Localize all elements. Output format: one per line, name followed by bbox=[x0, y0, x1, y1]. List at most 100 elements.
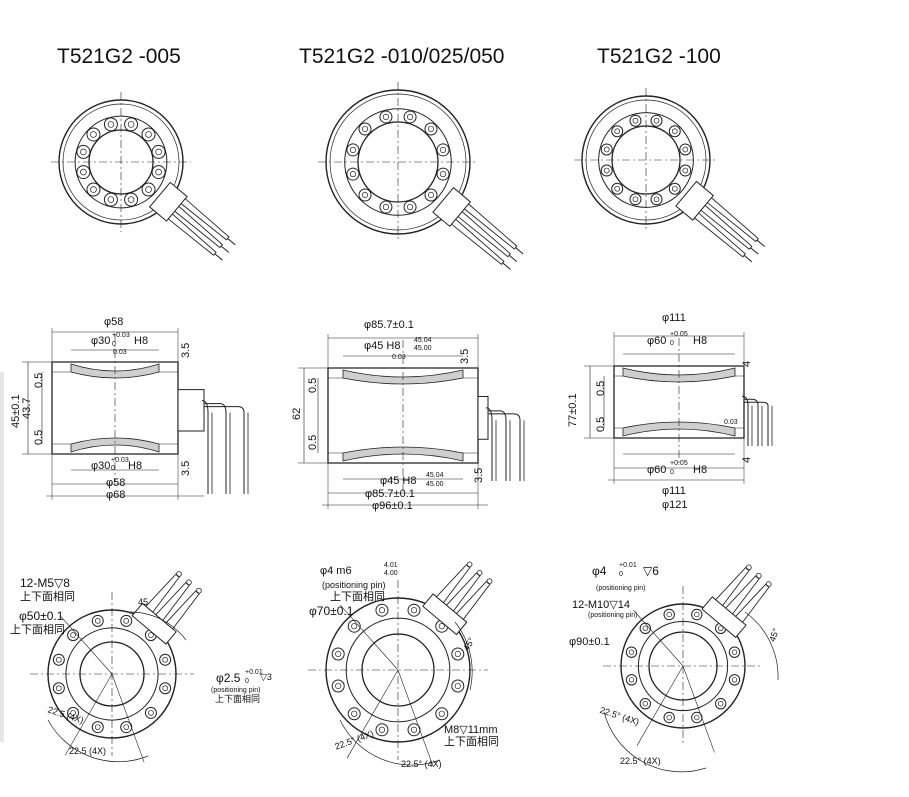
dim-top-depth: 4 bbox=[741, 360, 753, 367]
dim-bottom-recess: 0.5 bbox=[33, 429, 45, 445]
dim-bottom-bore-tol-lower: 0 bbox=[111, 465, 115, 472]
bolt-hole bbox=[104, 118, 117, 131]
bolt-hole-thread bbox=[383, 114, 388, 119]
connector-housing bbox=[423, 594, 467, 635]
dim-pcd: φ70±0.1 bbox=[309, 604, 354, 618]
bolt-hole-thread bbox=[71, 710, 76, 715]
bolt-hole bbox=[376, 724, 388, 736]
bolt-hole-thread bbox=[56, 657, 61, 662]
cable-tip bbox=[766, 582, 771, 587]
cable-tip bbox=[503, 263, 511, 269]
bolt-hole bbox=[669, 126, 680, 137]
cable-tip bbox=[756, 573, 761, 578]
dim-top-bore-tol-upper: 45.04 bbox=[414, 337, 432, 344]
dim-top-recess: 0.5 bbox=[33, 372, 45, 388]
pcd-leader bbox=[61, 616, 112, 674]
cable-gland bbox=[456, 581, 489, 619]
cable-gland bbox=[695, 213, 746, 257]
bolt-hole bbox=[347, 168, 359, 180]
thread-depth: 8 bbox=[63, 576, 70, 590]
dim-top-bore: φ60 bbox=[647, 335, 667, 347]
bolt-hole-thread bbox=[148, 633, 153, 638]
bolt-hole bbox=[77, 166, 90, 179]
cable-gland bbox=[146, 574, 179, 612]
cable-tip bbox=[215, 254, 223, 260]
bolt-hole bbox=[152, 166, 165, 179]
pin-note: (positioning pin) bbox=[596, 585, 646, 592]
thread-spec: 12-M5 bbox=[20, 576, 55, 590]
bolt-hole bbox=[359, 123, 371, 135]
bolt-hole bbox=[640, 699, 650, 709]
section-bottom bbox=[623, 422, 735, 436]
dim-top-bore-tol-lower: 0 bbox=[670, 340, 674, 347]
bolt-hole-thread bbox=[694, 715, 699, 720]
cable-tip bbox=[221, 246, 229, 252]
angle-leader bbox=[683, 666, 714, 752]
angle-b-count: (4X) bbox=[89, 746, 107, 756]
bolt-hole-thread bbox=[732, 677, 737, 682]
bolt-hole bbox=[630, 194, 641, 205]
bolt-hole-thread bbox=[629, 677, 634, 682]
depth-symbol-icon: ▽ bbox=[609, 599, 618, 611]
cable-gland bbox=[175, 206, 223, 247]
bolt-hole-thread bbox=[379, 727, 384, 732]
bolt-hole bbox=[612, 183, 623, 194]
cable-tip bbox=[744, 255, 752, 261]
same-both-sides-note: 上下面相同 bbox=[330, 591, 385, 603]
dim-height: 62 bbox=[291, 407, 303, 420]
bolt-hole-thread bbox=[683, 168, 688, 173]
same-both-sides-note: 上下面相同 bbox=[215, 694, 261, 704]
thread-depth: 14 bbox=[617, 599, 631, 611]
connector-pin bbox=[744, 402, 768, 446]
pin-spec: φ2.5 bbox=[216, 671, 241, 685]
bolt-hole-thread bbox=[428, 126, 433, 131]
depth-symbol-icon: ▽ bbox=[459, 724, 468, 736]
bolt-hole-thread bbox=[604, 147, 609, 152]
pin-tol-lower: 0 bbox=[245, 678, 249, 685]
pin-depth: ▽6 bbox=[643, 565, 659, 577]
bolt-hole bbox=[669, 183, 680, 194]
bolt-hole-thread bbox=[128, 197, 134, 203]
connector-pin bbox=[488, 414, 520, 481]
dim-top-depth: 3.5 bbox=[180, 342, 192, 358]
angle-arc bbox=[130, 612, 186, 640]
bolt-hole bbox=[53, 683, 64, 694]
bolt-hole-thread bbox=[672, 186, 677, 191]
bolt-hole bbox=[142, 128, 155, 141]
bolt-hole bbox=[160, 683, 171, 694]
bolt-hole bbox=[68, 707, 79, 718]
bolt-hole bbox=[436, 708, 448, 720]
connector-block bbox=[478, 397, 488, 440]
bolt-hole bbox=[716, 699, 726, 709]
same-both-sides-note: 上下面相同 bbox=[444, 736, 499, 748]
bolt-hole-thread bbox=[633, 197, 638, 202]
dim-bottom-bore: φ45 H8 bbox=[380, 475, 417, 487]
thread-spec: M8 bbox=[444, 724, 460, 736]
angle-b-label: 22.5° (4X) bbox=[401, 760, 442, 769]
bolt-hole-thread bbox=[407, 204, 412, 209]
flatness-callout: 0.03 bbox=[724, 419, 738, 426]
pin-tol-upper: +0.01 bbox=[245, 669, 263, 676]
bolt-hole bbox=[425, 189, 437, 201]
bolt-hole-thread bbox=[362, 192, 367, 197]
cable-tip bbox=[176, 572, 181, 577]
bolt-hole bbox=[121, 722, 132, 733]
dim-bottom-bore-tol-upper: +0.03 bbox=[111, 457, 129, 464]
dim-bottom-bore-fit: H8 bbox=[128, 460, 143, 472]
bolt-hole bbox=[53, 654, 64, 665]
same-both-sides-note: 上下面相同 bbox=[10, 624, 65, 636]
dim-bottom-bore: φ60 bbox=[647, 464, 667, 476]
cable-gland bbox=[181, 199, 229, 240]
bolt-hole-thread bbox=[615, 186, 620, 191]
bolt-hole-thread bbox=[108, 197, 114, 203]
bolt-hole bbox=[437, 144, 449, 156]
depth-symbol-icon: ▽ bbox=[54, 576, 64, 590]
angle-arc bbox=[455, 622, 472, 690]
pin-spec: φ4 bbox=[592, 564, 607, 578]
bolt-hole-thread bbox=[643, 701, 648, 706]
bolt-hole-thread bbox=[439, 624, 444, 629]
bolt-hole bbox=[729, 675, 739, 685]
bolt-hole-thread bbox=[95, 618, 100, 623]
bolt-hole-thread bbox=[156, 149, 162, 155]
bolt-hole-thread bbox=[411, 607, 416, 612]
